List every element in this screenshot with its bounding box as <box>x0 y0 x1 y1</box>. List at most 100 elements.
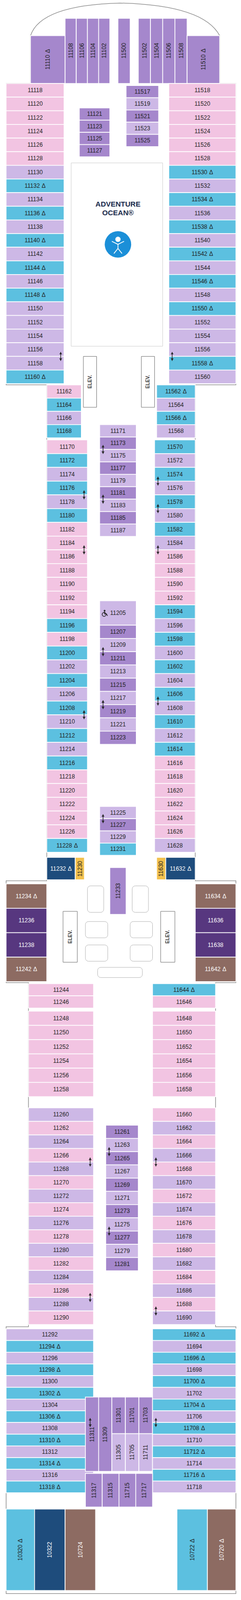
cabin-mark: Δ <box>200 1329 205 1337</box>
cabin-box: 11618 <box>154 768 196 783</box>
cabin-fill <box>6 83 65 97</box>
cabin-number: 11664 <box>176 1136 192 1144</box>
cabin-fill <box>99 485 137 499</box>
cabin-label: 11698 <box>186 1364 202 1372</box>
cabin-label: 11150 <box>27 304 43 312</box>
cabin-box: 11216 <box>46 754 88 769</box>
cabin-fill <box>154 768 196 783</box>
cabin-number: 11646 <box>176 997 192 1005</box>
cabin-mark: Δ <box>209 223 214 230</box>
cabin-number: 11650 <box>176 1027 192 1035</box>
cabin-label: 11258 <box>53 1084 69 1092</box>
cabin-label: 11528 <box>194 154 211 162</box>
cabin-fill <box>165 856 196 879</box>
cabin-number: 11231 <box>109 844 126 852</box>
cabin-fill <box>99 424 137 437</box>
cabin-fill <box>105 1163 139 1177</box>
cabin-mark: Δ <box>56 1341 61 1349</box>
cabin-fill <box>152 1009 216 1025</box>
cabin-box: 11634Δ <box>195 882 236 908</box>
cabin-mark: Δ <box>209 250 214 257</box>
cabin-number: 11177 <box>110 464 126 471</box>
cabin-number: 10724 <box>77 1539 84 1556</box>
cabin-fill <box>152 1385 236 1397</box>
cabin-fill <box>46 453 88 467</box>
cabin-fill <box>6 328 65 343</box>
cabin-number: 11308 <box>41 1422 58 1430</box>
cabin-fill <box>152 1119 216 1134</box>
cabin-box: 11502 <box>138 18 151 84</box>
cabin-label: 11684 <box>176 1271 192 1279</box>
cabin-fill <box>99 523 137 536</box>
cabin-label: 11286 <box>53 1285 69 1293</box>
cabin-label: 11170 <box>59 442 75 450</box>
cabin-label: 11536 <box>194 209 211 217</box>
cabin-box: 11205 <box>99 600 137 625</box>
cabin-number: 11286 <box>53 1285 69 1293</box>
cabin-fill <box>168 124 236 138</box>
cabin-number: 11688 <box>176 1298 192 1306</box>
cabin-fill <box>154 754 196 769</box>
cabin-number: 11711 <box>142 1443 149 1459</box>
cabin-number: 11534 <box>191 195 208 203</box>
cabin-number: 11301 <box>115 1405 122 1421</box>
cabin-fill <box>46 727 88 741</box>
cabin-label: 11642Δ <box>204 964 227 972</box>
cabin-box: 11274 <box>28 1201 94 1215</box>
cabin-number: 11229 <box>109 832 126 840</box>
cabin-number: 11296 <box>41 1352 58 1360</box>
cabin-label: 11678 <box>176 1231 192 1239</box>
cabin-box: 11106 <box>76 18 88 84</box>
cabin-box: 11314Δ <box>6 1455 94 1468</box>
cabin-label: 11174 <box>59 470 75 478</box>
cabin-box: 11564 <box>156 397 196 411</box>
cabin-fill <box>28 1106 94 1120</box>
cabin-fill <box>150 18 163 84</box>
cabin-label: 11554 <box>194 332 211 339</box>
cabin-mark: Δ <box>56 1458 61 1465</box>
cabin-fill <box>195 931 236 956</box>
cabin-number: 11702 <box>186 1388 202 1395</box>
cabin-fill <box>152 1174 216 1188</box>
cabin-number: 11244 <box>53 985 69 992</box>
cabin-box: 11166 <box>46 410 82 424</box>
cabin-fill <box>125 1431 139 1470</box>
cabin-box: 11686 <box>152 1282 216 1296</box>
cabin-box: 11204 <box>46 672 88 687</box>
cabin-label: 11206 <box>59 689 75 697</box>
cabin-fill <box>105 1203 139 1217</box>
cabin-number: 11196 <box>59 621 75 629</box>
cabin-box: 11705 <box>125 1431 139 1470</box>
cabin-label: 11229 <box>109 832 126 840</box>
cabin-box: 11125 <box>79 132 110 145</box>
cabin-fill <box>99 690 137 704</box>
cabin-fill <box>6 205 65 220</box>
cabin-label: 11266 <box>53 1150 69 1158</box>
cabin-number: 11306 <box>39 1411 55 1419</box>
cabin-fill <box>111 1431 126 1470</box>
cabin-label: 11658 <box>176 1084 192 1092</box>
cabin-number: 11500 <box>120 42 128 59</box>
cabin-label: 11718 <box>186 1481 202 1489</box>
cabin-box: 11315 <box>102 1471 120 1506</box>
cabin-label: 11703 <box>142 1405 149 1421</box>
cabin-fill <box>6 246 65 261</box>
cabin-number: 11700 <box>183 1376 200 1383</box>
cabin-fill <box>154 631 196 645</box>
cabin-box: 11200 <box>46 645 88 659</box>
cabin-label: 11242Δ <box>15 964 38 972</box>
cabin-label: 11636 <box>207 915 224 923</box>
cabin-label: 11668 <box>176 1164 192 1171</box>
cabin-fill <box>6 369 65 384</box>
cabin-number: 11204 <box>59 676 75 683</box>
cabin-label: 11648 <box>176 1013 192 1021</box>
cabin-mark: Δ <box>41 291 46 298</box>
cabin-fill <box>28 1038 94 1053</box>
cabin-label: 11518 <box>194 86 211 94</box>
cabin-fill <box>154 466 196 481</box>
cabin-label: 11152 <box>27 318 43 326</box>
cabin-number: 11622 <box>167 799 183 807</box>
cabin-number: 11638 <box>207 940 224 948</box>
elevator-box <box>83 355 97 407</box>
cabin-label: 11521 <box>134 112 150 120</box>
